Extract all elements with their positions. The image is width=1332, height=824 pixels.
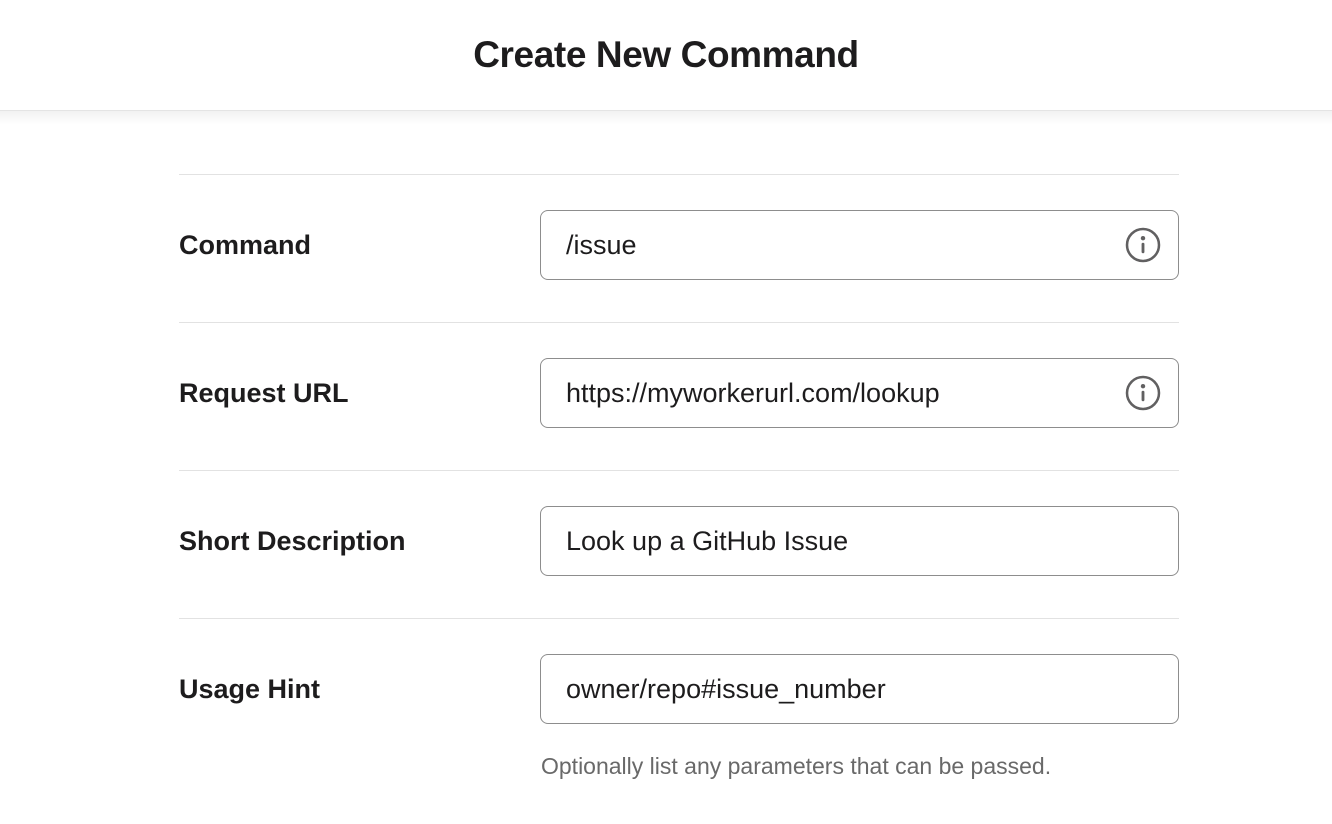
request-url-field-main — [540, 358, 1179, 428]
usage-hint-input-wrap — [540, 654, 1179, 724]
request-url-input[interactable] — [540, 358, 1179, 428]
short-description-input[interactable] — [540, 506, 1179, 576]
page-header: Create New Command — [0, 0, 1332, 125]
usage-hint-input[interactable] — [540, 654, 1179, 724]
command-field-main — [540, 210, 1179, 280]
field-row-command: Command — [179, 174, 1179, 322]
field-row-request-url: Request URL — [179, 322, 1179, 470]
command-label: Command — [179, 229, 312, 260]
command-input-wrap — [540, 210, 1179, 280]
page-title: Create New Command — [473, 34, 859, 75]
short-description-label: Short Description — [179, 525, 406, 556]
field-row-usage-hint: Usage Hint Optionally list any parameter… — [179, 618, 1179, 824]
request-url-input-wrap — [540, 358, 1179, 428]
command-input[interactable] — [540, 210, 1179, 280]
usage-hint-field-main: Optionally list any parameters that can … — [540, 654, 1179, 782]
field-row-short-description: Short Description — [179, 470, 1179, 618]
request-url-label: Request URL — [179, 377, 349, 408]
short-description-input-wrap — [540, 506, 1179, 576]
info-icon[interactable] — [1124, 226, 1162, 264]
short-description-field-main — [540, 506, 1179, 576]
command-form: Command Request URL — [179, 111, 1179, 824]
usage-hint-help-text: Optionally list any parameters that can … — [541, 753, 1052, 779]
usage-hint-label: Usage Hint — [179, 673, 321, 704]
info-icon[interactable] — [1124, 374, 1162, 412]
